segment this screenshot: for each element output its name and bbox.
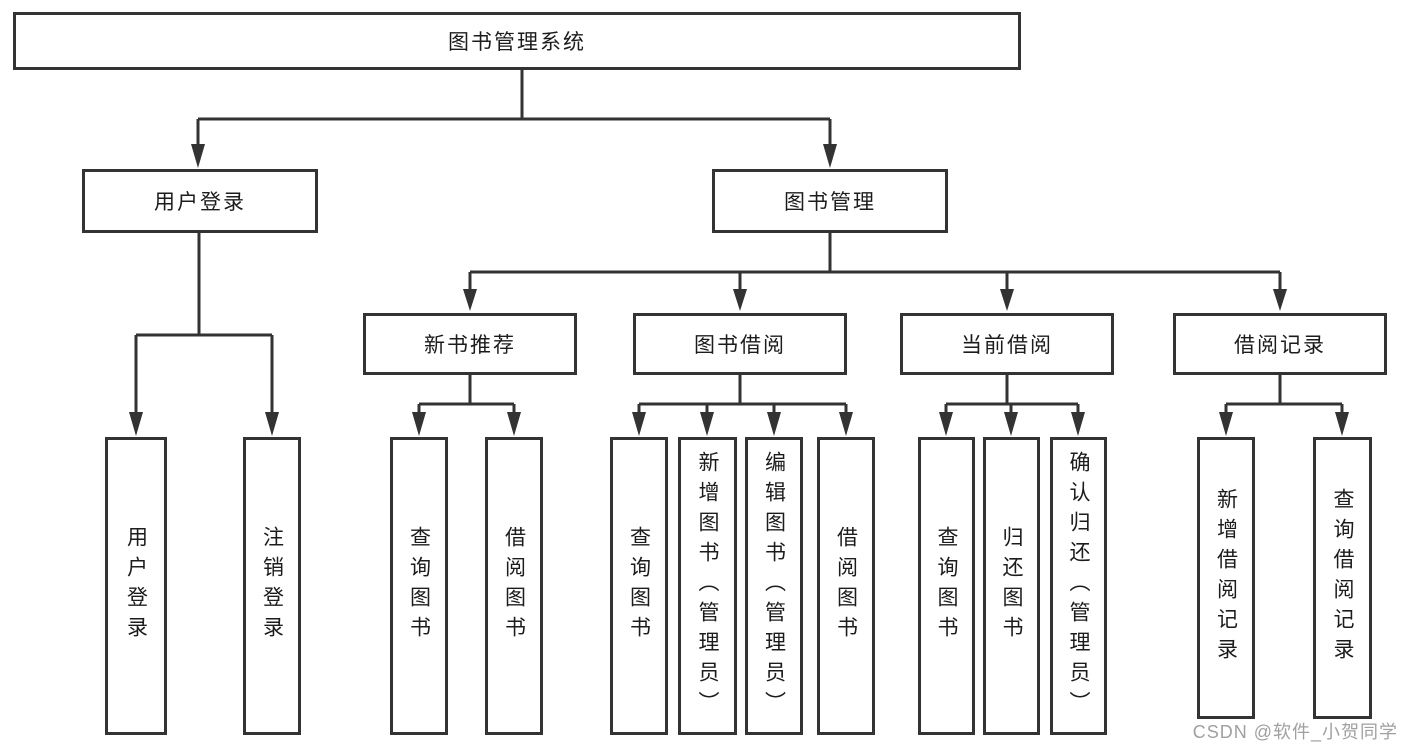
csdn-watermark: CSDN @软件_小贺同学 xyxy=(1192,722,1398,742)
leaf-logout: 注销登录 xyxy=(243,437,301,735)
connector-newrec-to-leaves xyxy=(412,375,521,436)
connector-borrow-to-leaves xyxy=(632,375,853,436)
node-borrow-records: 借阅记录 xyxy=(1173,313,1387,375)
leaf-add-borrow-record: 新增借阅记录 xyxy=(1197,437,1255,719)
leaf-user-login: 用户登录 xyxy=(105,437,167,735)
node-book-borrow: 图书借阅 xyxy=(633,313,847,375)
leaf-edit-books-admin: 编辑图书（管理员） xyxy=(745,437,803,735)
node-book-management: 图书管理 xyxy=(712,169,948,233)
connector-current-to-leaves xyxy=(939,375,1085,436)
leaf-query-borrow-record: 查询借阅记录 xyxy=(1313,437,1372,719)
node-current-borrow: 当前借阅 xyxy=(900,313,1114,375)
connector-mgmt-to-level3 xyxy=(463,233,1287,311)
leaf-return-books: 归还图书 xyxy=(983,437,1040,735)
node-user-login: 用户登录 xyxy=(82,169,318,233)
leaf-borrow-books-recommend: 借阅图书 xyxy=(485,437,543,735)
connector-root-to-level2 xyxy=(191,70,837,168)
connector-login-to-leaves xyxy=(129,233,279,436)
leaf-query-books-current: 查询图书 xyxy=(918,437,975,735)
leaf-borrow-books: 借阅图书 xyxy=(817,437,875,735)
leaf-query-books-recommend: 查询图书 xyxy=(390,437,448,735)
node-new-book-recommend: 新书推荐 xyxy=(363,313,577,375)
leaf-add-books-admin: 新增图书（管理员） xyxy=(678,437,737,735)
connector-records-to-leaves xyxy=(1219,375,1349,436)
leaf-confirm-return-admin: 确认归还（管理员） xyxy=(1050,437,1107,735)
node-library-management-system: 图书管理系统 xyxy=(13,12,1021,70)
leaf-query-books-borrow: 查询图书 xyxy=(610,437,668,735)
